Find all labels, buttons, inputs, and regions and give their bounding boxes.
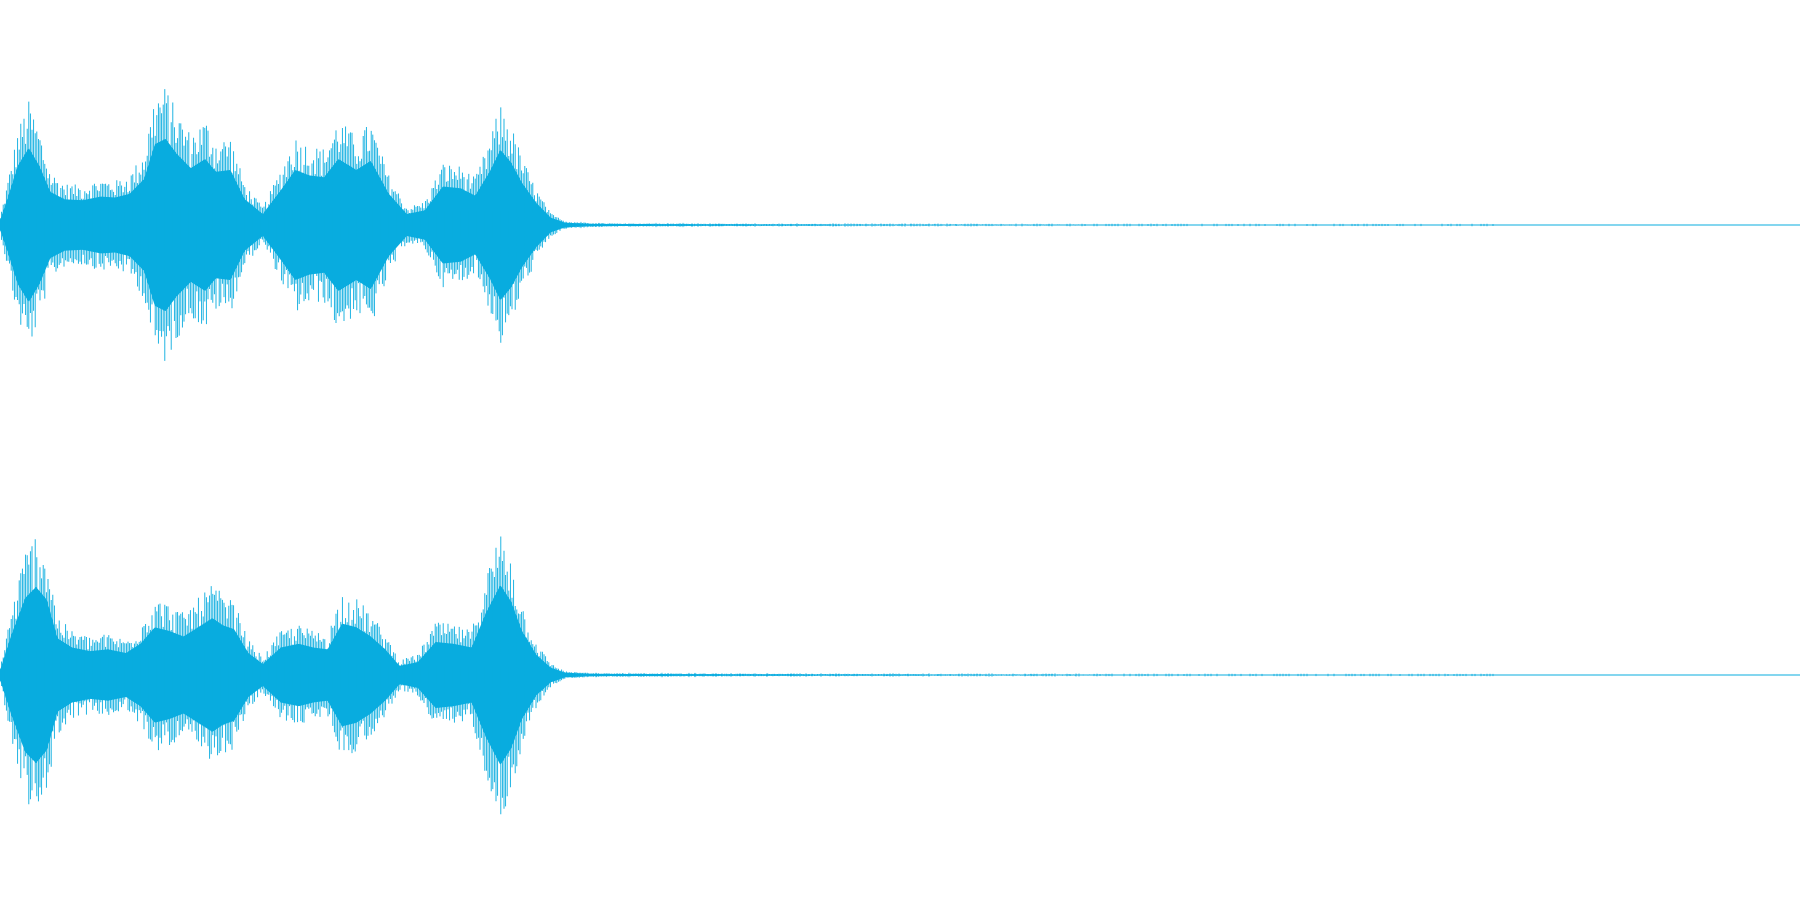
waveform-channel-1	[0, 89, 1800, 361]
waveform-channel-2	[0, 536, 1800, 815]
waveform-noise-tail	[559, 219, 1494, 231]
waveform-envelope	[0, 139, 1800, 311]
waveform-noise-tail	[559, 672, 1494, 678]
waveform-peaks	[0, 89, 1079, 361]
waveform-envelope	[0, 585, 1800, 765]
